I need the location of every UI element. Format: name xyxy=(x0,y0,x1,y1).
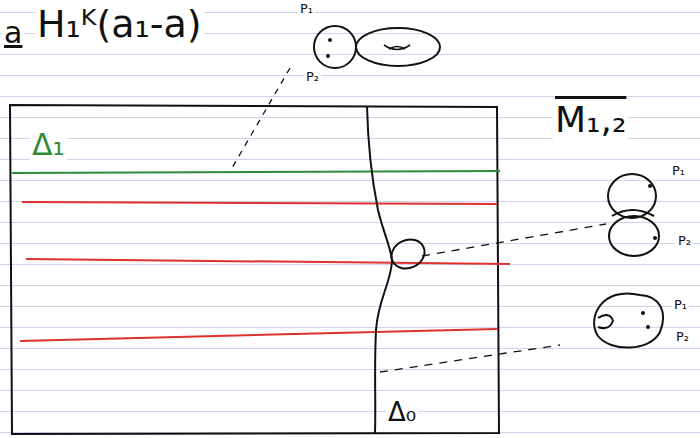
marked-point xyxy=(641,311,645,315)
sphere-component xyxy=(314,26,356,68)
divisor-label: Δ₁ xyxy=(30,128,67,161)
torus-component xyxy=(356,28,440,66)
torus-hole xyxy=(384,45,410,50)
point-label: P₁ xyxy=(298,2,315,16)
node-crease xyxy=(612,210,654,216)
marked-point xyxy=(328,38,332,42)
marked-point xyxy=(653,236,657,240)
small-loop xyxy=(387,234,430,274)
node-pinch xyxy=(598,315,613,328)
marked-point xyxy=(326,54,330,58)
red-curve-line xyxy=(20,329,497,341)
leader-line xyxy=(380,345,560,372)
point-label: P₁ xyxy=(672,298,689,312)
boundary-curve xyxy=(367,106,392,433)
space-name: M₁,₂ xyxy=(553,100,628,140)
leader-line xyxy=(422,224,606,256)
curve-component xyxy=(609,216,659,256)
point-label: P₂ xyxy=(304,70,321,84)
red-curve-line xyxy=(22,202,497,204)
torus-hole xyxy=(389,47,405,50)
divisor-label: Δ₀ xyxy=(386,398,418,427)
side-note: a xyxy=(2,16,24,49)
red-curve-line xyxy=(26,259,510,264)
nodal-curve xyxy=(594,293,663,347)
point-label: P₂ xyxy=(676,234,693,248)
marked-point xyxy=(646,325,650,329)
point-label: P₂ xyxy=(674,330,691,344)
point-label: P₁ xyxy=(670,164,687,178)
curve-component xyxy=(608,174,656,218)
marked-point xyxy=(648,184,652,188)
formula-heading: H₁ᴷ(a₁-a) xyxy=(35,4,204,46)
moduli-rectangle xyxy=(10,105,499,434)
leader-line xyxy=(232,68,290,168)
green-divisor-line xyxy=(12,171,500,173)
